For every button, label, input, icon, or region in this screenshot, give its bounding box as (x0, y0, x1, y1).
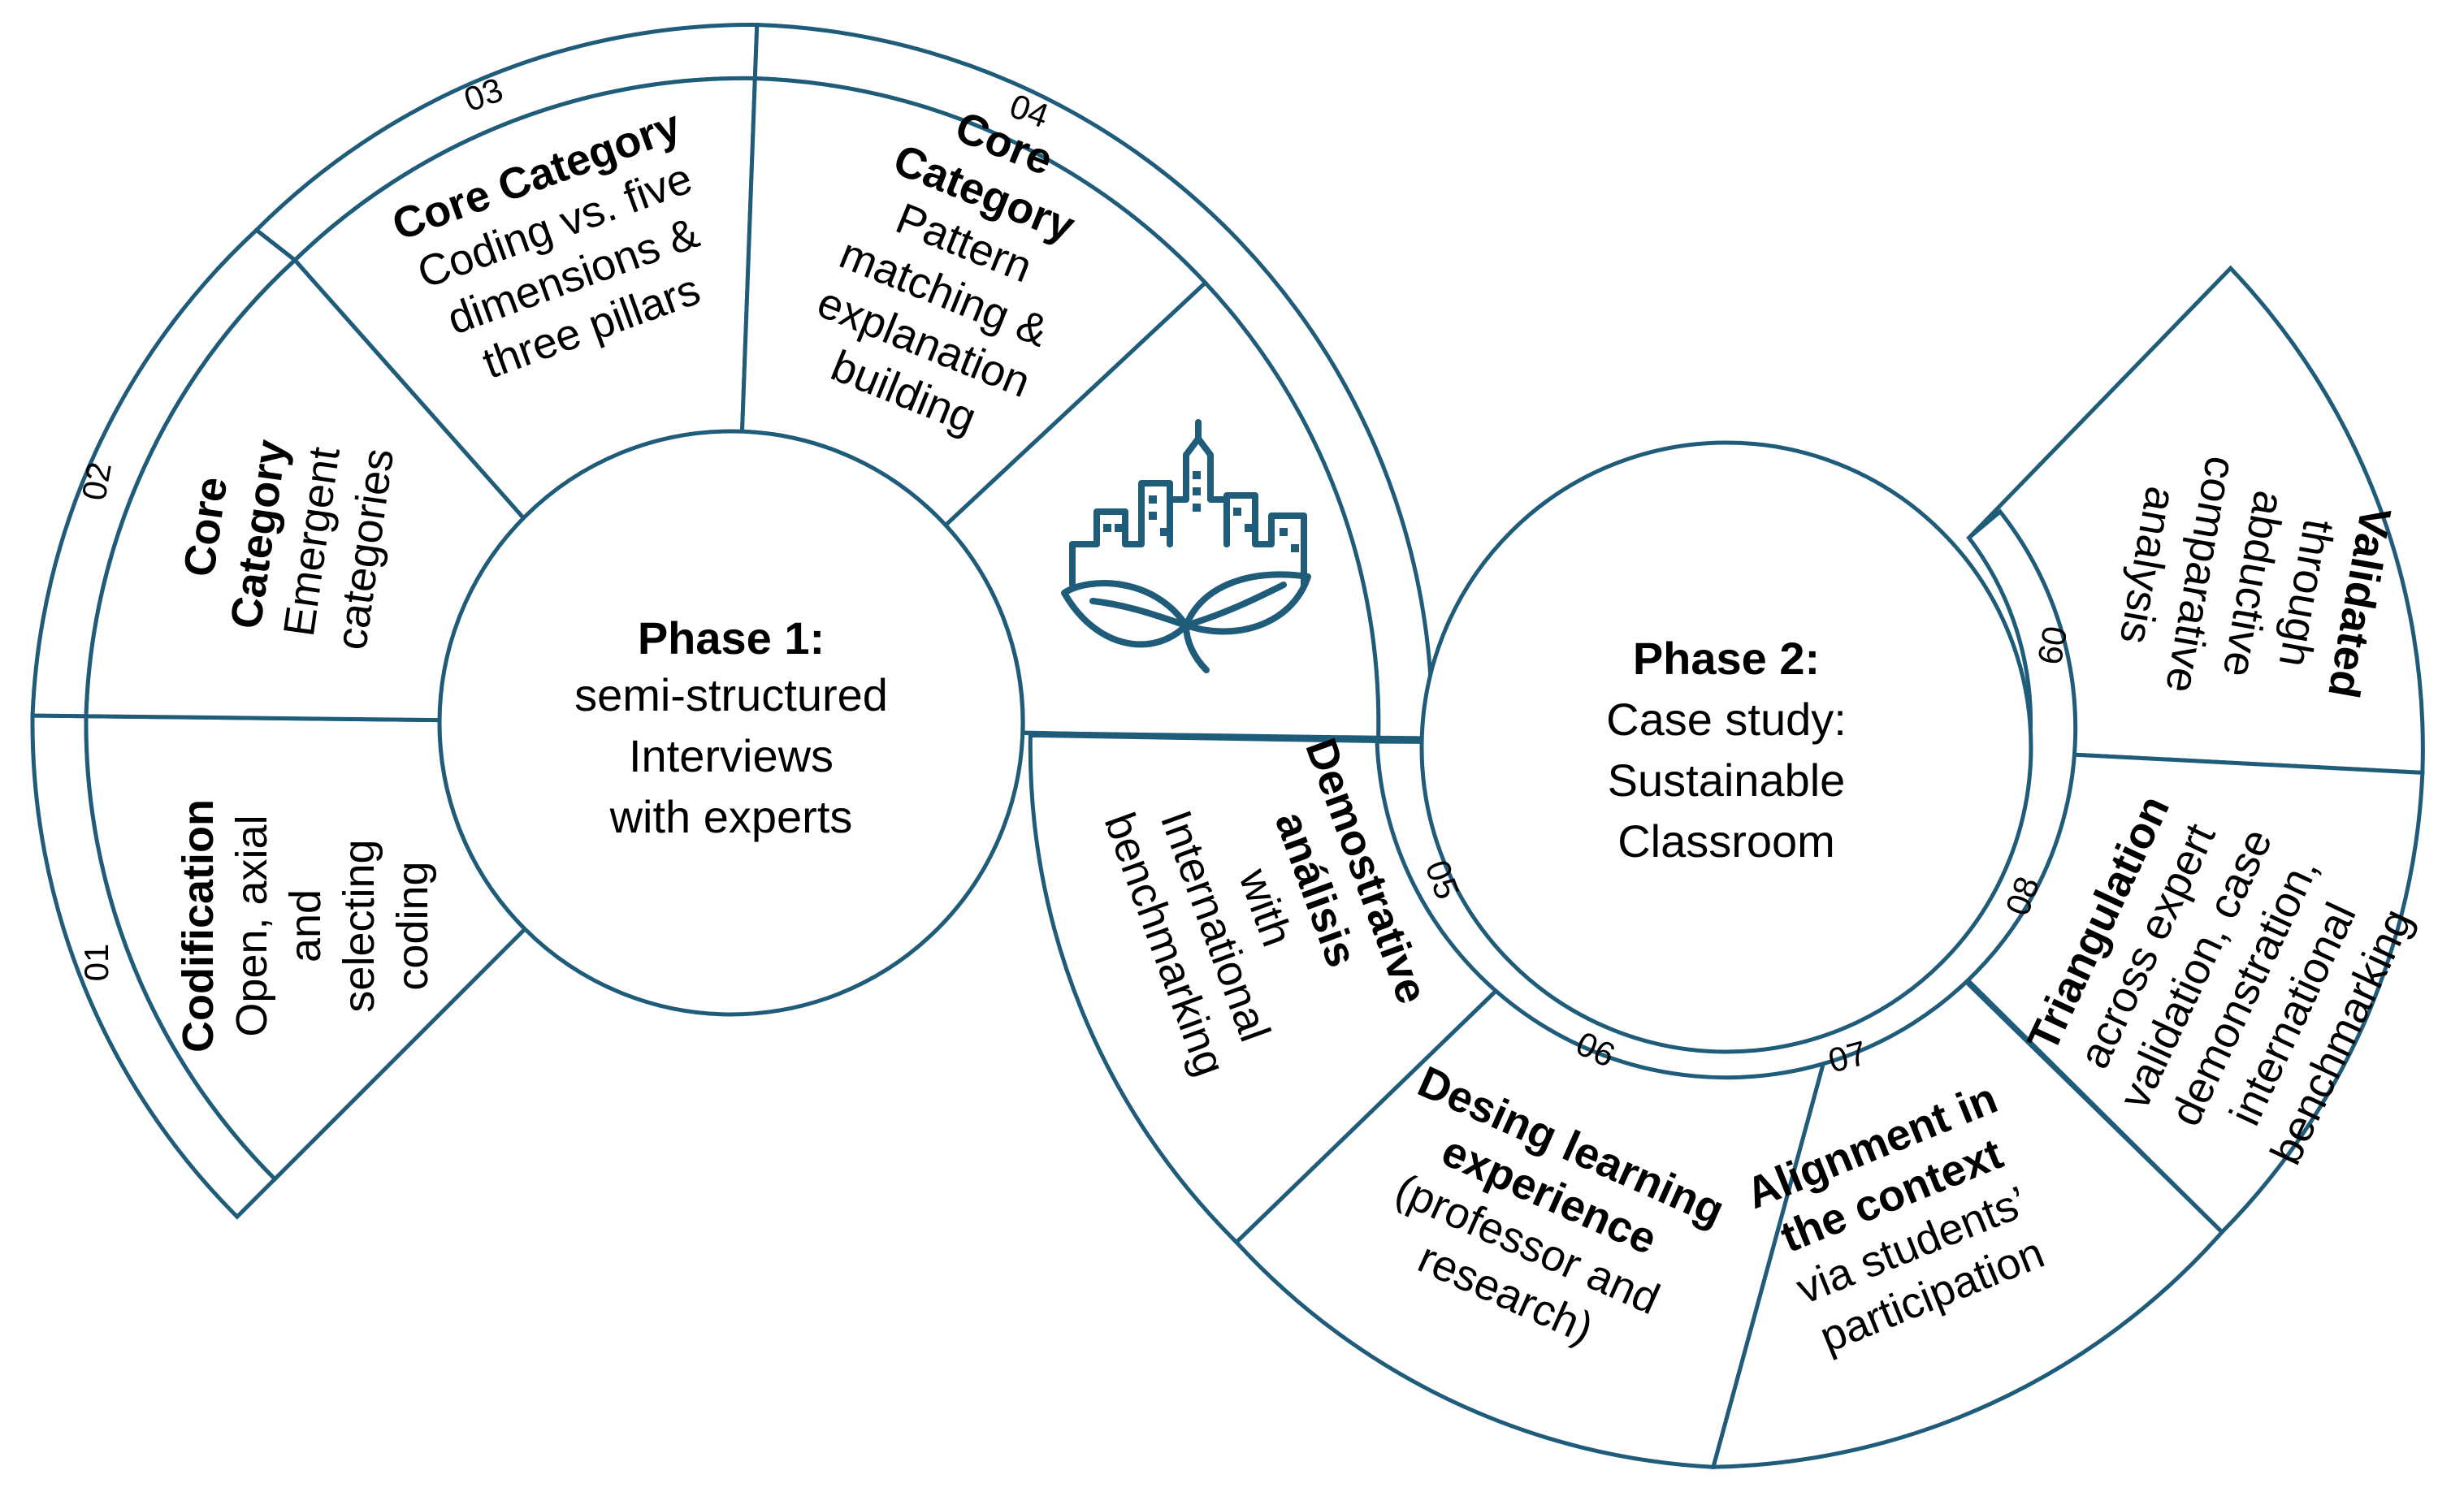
step-number-01: 01 (77, 944, 115, 982)
step-01-line: selecting (335, 839, 383, 1012)
step-01-line: Open, axial (227, 815, 276, 1036)
step-01-heading: Codification (174, 799, 223, 1053)
phase1-line: semi-structured (574, 669, 888, 720)
step-number-02: 02 (75, 459, 119, 503)
phase2-wheel (1028, 265, 2425, 1469)
step-01-text: Codification Open, axial and selecting c… (174, 799, 437, 1053)
phase1-wheel (30, 22, 1435, 1220)
phase1-line: Interviews (629, 730, 834, 781)
phase2-title: Phase 2: (1633, 633, 1820, 684)
step-01-line: and (281, 889, 330, 962)
step-number-09: 09 (2030, 623, 2074, 667)
phase1-hub (437, 429, 1025, 1017)
step-01-line: coding (388, 861, 437, 990)
phase2-hub (1419, 440, 2033, 1054)
phase2-line: Classroom (1617, 815, 1835, 867)
connector-line (1021, 730, 1423, 744)
phase2-line: Case study: (1606, 694, 1847, 745)
phase2-line: Sustainable (1608, 755, 1846, 806)
phase1-title: Phase 1: (638, 612, 825, 664)
city-with-leaves-icon (1061, 419, 1311, 673)
phase1-line: with experts (609, 791, 853, 842)
